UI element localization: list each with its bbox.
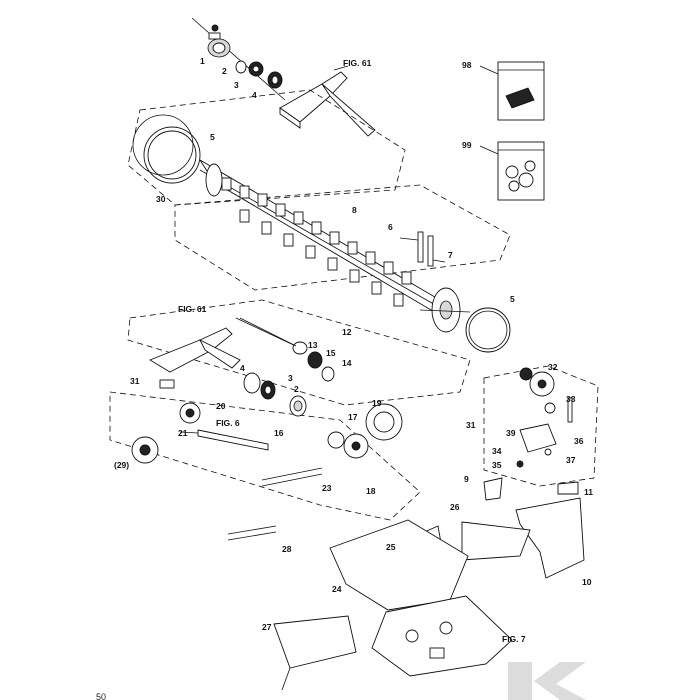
cover-10: [515, 497, 585, 579]
tensioner-assembly: [516, 367, 573, 468]
callout-30: 30: [156, 194, 166, 204]
callout-5: 5: [210, 132, 215, 142]
guard-9-11: [483, 477, 579, 501]
callout-14: 14: [342, 358, 352, 368]
end-plate-seal-right: [465, 307, 511, 353]
callout-20: 20: [216, 401, 226, 411]
callout-3b: 3: [288, 373, 293, 383]
rotor-drum: [143, 126, 471, 333]
callout-37: 37: [566, 455, 576, 465]
callout-3: 3: [234, 80, 239, 90]
callout-32: 32: [548, 362, 558, 372]
kit-bag-98: [479, 61, 545, 121]
callout-36: 36: [574, 436, 584, 446]
callout-35: 35: [492, 460, 502, 470]
rotor-outline-box: [127, 89, 406, 206]
figure-ref-fig7: FIG. 7: [502, 634, 526, 644]
callout-4b: 4: [240, 363, 245, 373]
brand-watermark: [508, 662, 586, 700]
kit-bag-99: [479, 141, 545, 201]
drive-outline-box: [109, 391, 421, 521]
bearing-stack-2-3-4: [243, 372, 307, 417]
shaft-16: [179, 429, 269, 451]
callout-25: 25: [386, 542, 396, 552]
chain-23: [261, 467, 323, 487]
sprocket-17-18-19: [327, 403, 403, 459]
sprocket-20: [159, 379, 201, 424]
callout-23: 23: [322, 483, 332, 493]
callout-8: 8: [352, 205, 357, 215]
callout-2: 2: [222, 66, 227, 76]
callout-7: 7: [448, 250, 453, 260]
callout-31: 31: [130, 376, 140, 386]
callout-24: 24: [332, 584, 342, 594]
callout-99: 99: [462, 140, 472, 150]
callout-10: 10: [582, 577, 592, 587]
figure-ref-fig61-mid: FIG. 61: [178, 304, 207, 314]
callout-6: 6: [388, 222, 393, 232]
figure-ref-fig6: FIG. 6: [216, 418, 240, 428]
sprocket-29: [131, 436, 159, 464]
callout-39: 39: [506, 428, 516, 438]
page-number: 50: [96, 692, 106, 700]
callout-11: 11: [584, 487, 593, 497]
cover-plate-27: [273, 615, 357, 691]
callout-26: 26: [450, 502, 460, 512]
pinion-13-15-14: [239, 317, 335, 382]
callout-2b: 2: [294, 384, 299, 394]
callout-5b: 5: [510, 294, 515, 304]
callout-15: 15: [326, 348, 336, 358]
side-panel-24: [329, 519, 469, 611]
callout-31b: 31: [466, 420, 476, 430]
callout-34: 34: [492, 446, 502, 456]
callout-1: 1: [200, 56, 205, 66]
flail-bracket-6-7: [399, 231, 446, 267]
base-frame-fig7: [371, 595, 513, 677]
chain-28: [227, 525, 277, 541]
callout-29: (29): [114, 460, 129, 470]
callout-17: 17: [348, 412, 358, 422]
callout-9: 9: [464, 474, 469, 484]
callout-33: 33: [566, 394, 576, 404]
end-plate-seal: [132, 114, 194, 176]
callout-16: 16: [274, 428, 284, 438]
callout-19: 19: [372, 398, 382, 408]
lower-bracket-fig61: [148, 317, 301, 373]
callout-98: 98: [462, 60, 472, 70]
gearbox-outline-box: [127, 299, 471, 406]
callout-18: 18: [366, 486, 376, 496]
callout-28: 28: [282, 544, 292, 554]
tensioner-outline-box: [483, 365, 599, 487]
callout-12: 12: [342, 327, 352, 337]
plate-26: [461, 521, 531, 561]
callout-27: 27: [262, 622, 272, 632]
callout-4: 4: [252, 90, 257, 100]
figure-ref-fig61-top: FIG. 61: [343, 58, 372, 68]
callout-21: 21: [178, 428, 188, 438]
top-bearing-hub-assembly: [191, 17, 286, 101]
callout-13: 13: [308, 340, 318, 350]
lower-rotor-outline-box: [174, 184, 511, 291]
